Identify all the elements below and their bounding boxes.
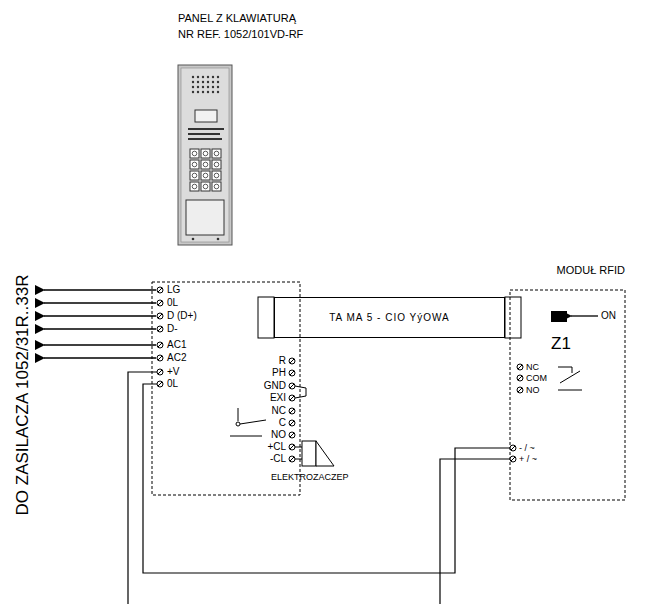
pin-name: C [279,418,286,428]
module-outline [510,290,625,500]
pin-name: NO [526,386,540,395]
pin-name: AC2 [167,353,186,363]
terminal-block [152,282,300,495]
pin-name: +V [167,367,180,377]
wires [128,372,510,604]
connector-cap [258,297,274,338]
relay-contact [230,408,266,436]
connector-cap [505,297,521,338]
lock-symbol [295,441,334,466]
pointer-arrow [571,315,598,316]
pin-name: PH [272,368,286,378]
cable-label: TA MA 5 - CIO YýOWA [329,313,450,323]
pin-name: LG [167,285,180,295]
part-name: ELEKTROZACZEP [271,473,349,482]
pin-name: AC1 [167,340,186,350]
pin-name: - / ~ [519,444,535,453]
panel-ref: NR REF. 1052/101VD-RF [178,29,303,40]
jumper-state: ON [601,311,616,321]
panel-title: PANEL Z KLAWIATURĄ [178,13,296,24]
terminals [289,358,295,462]
jumper-name: Z1 [551,335,571,352]
module-heading: MODUŁ RFID [557,265,625,276]
pin-name: 0L [167,379,178,389]
pin-name: COM [526,374,547,383]
ribbon-cable: TA MA 5 - CIO YýOWA [274,297,505,338]
pin-name: D (D+) [167,311,197,321]
pin-name: +CL [267,442,286,452]
pin-name: -CL [270,454,286,464]
keypad-panel [178,65,232,245]
supply-arrows [44,290,156,358]
pin-name: + / ~ [519,455,537,464]
pin-name: NO [271,430,286,440]
rfid-module: MODUŁ RFID [510,290,625,500]
pin-name: NC [526,363,539,372]
pin-name: GND [264,381,286,391]
supply-note: DO ZASILACZA 1052/31R..33R [14,275,31,516]
pin-name: NC [272,406,286,416]
pin-name: 0L [167,298,178,308]
terminals [157,287,163,387]
relay-contact [558,367,582,390]
pin-name: D- [167,324,178,334]
jumper-z1 [551,311,567,322]
jumper [295,386,306,398]
pin-name: EXI [270,393,286,403]
pin-name: R [279,356,286,366]
